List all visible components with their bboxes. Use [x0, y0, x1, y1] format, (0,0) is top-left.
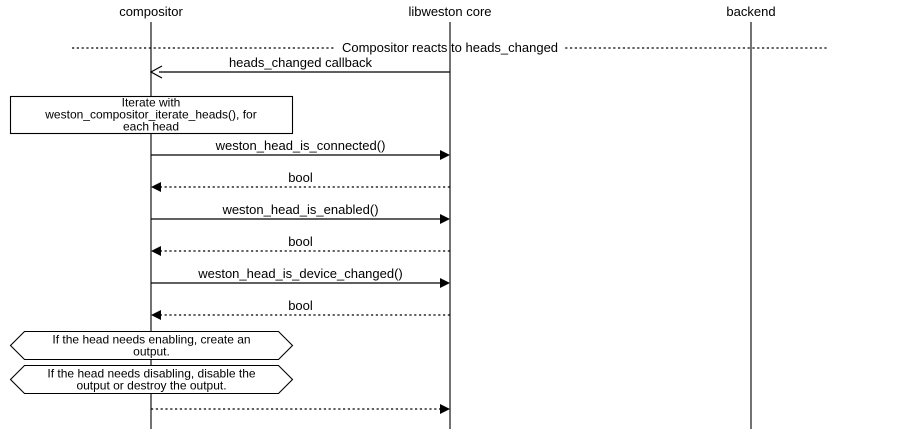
message-final-return — [151, 404, 450, 414]
arrowhead-filled-icon — [440, 214, 450, 224]
message-label: weston_head_is_connected() — [215, 138, 386, 153]
divider-label: Compositor reacts to heads_changed — [342, 40, 558, 55]
fragment-text-line: If the head needs disabling, disable the — [47, 367, 255, 381]
fragment-hexagon — [9, 364, 294, 395]
fragment-enable-head-fragment: If the head needs enabling, create anout… — [9, 330, 294, 361]
divider-layer: Compositor reacts to heads_changed — [72, 40, 828, 55]
message-weston-head-is-connected: weston_head_is_connected() — [151, 138, 450, 160]
message-weston-head-is-enabled: weston_head_is_enabled() — [151, 202, 450, 224]
lifeline-label-backend: backend — [726, 4, 775, 19]
arrowhead-filled-icon — [440, 404, 450, 414]
arrowhead-open-icon — [149, 65, 163, 79]
message-label: weston_head_is_enabled() — [221, 202, 378, 217]
note-text-line: weston_compositor_iterate_heads(), for — [44, 108, 256, 122]
message-bool-enabled: bool — [151, 234, 450, 256]
arrowhead-filled-icon — [440, 150, 450, 160]
arrowhead-filled-icon — [151, 310, 161, 320]
lifelines-layer: compositor libweston core backend — [119, 4, 776, 429]
message-label: heads_changed callback — [229, 55, 373, 70]
message-label: weston_head_is_device_changed() — [197, 266, 403, 281]
arrowhead-filled-icon — [440, 278, 450, 288]
note-text-line: each head — [123, 120, 179, 134]
fragments-layer: If the head needs enabling, create anout… — [9, 330, 294, 395]
lifeline-label-compositor: compositor — [119, 4, 183, 19]
messages-layer: heads_changed callback weston_head_is_con… — [149, 55, 450, 414]
note-text-line: Iterate with — [122, 96, 181, 110]
lifeline-label-libweston-core: libweston core — [408, 4, 491, 19]
notes-layer: Iterate withweston_compositor_iterate_he… — [9, 95, 294, 135]
note-box — [9, 95, 294, 135]
fragment-disable-head-fragment: If the head needs disabling, disable the… — [9, 364, 294, 395]
message-weston-head-is-device-changed: weston_head_is_device_changed() — [151, 266, 450, 288]
message-heads-changed-callback: heads_changed callback — [149, 55, 450, 79]
fragment-text-line: output or destroy the output. — [76, 379, 226, 393]
fragment-hexagon — [9, 330, 294, 361]
arrowhead-filled-icon — [151, 246, 161, 256]
message-bool-device-changed: bool — [151, 298, 450, 320]
message-label: bool — [288, 170, 313, 185]
message-label: bool — [288, 234, 313, 249]
fragment-text-line: If the head needs enabling, create an — [52, 333, 250, 347]
note-iterate-heads-note: Iterate withweston_compositor_iterate_he… — [9, 95, 294, 135]
message-label: bool — [288, 298, 313, 313]
message-bool-connected: bool — [151, 170, 450, 192]
fragment-text-line: output. — [133, 345, 170, 359]
arrowhead-filled-icon — [151, 182, 161, 192]
